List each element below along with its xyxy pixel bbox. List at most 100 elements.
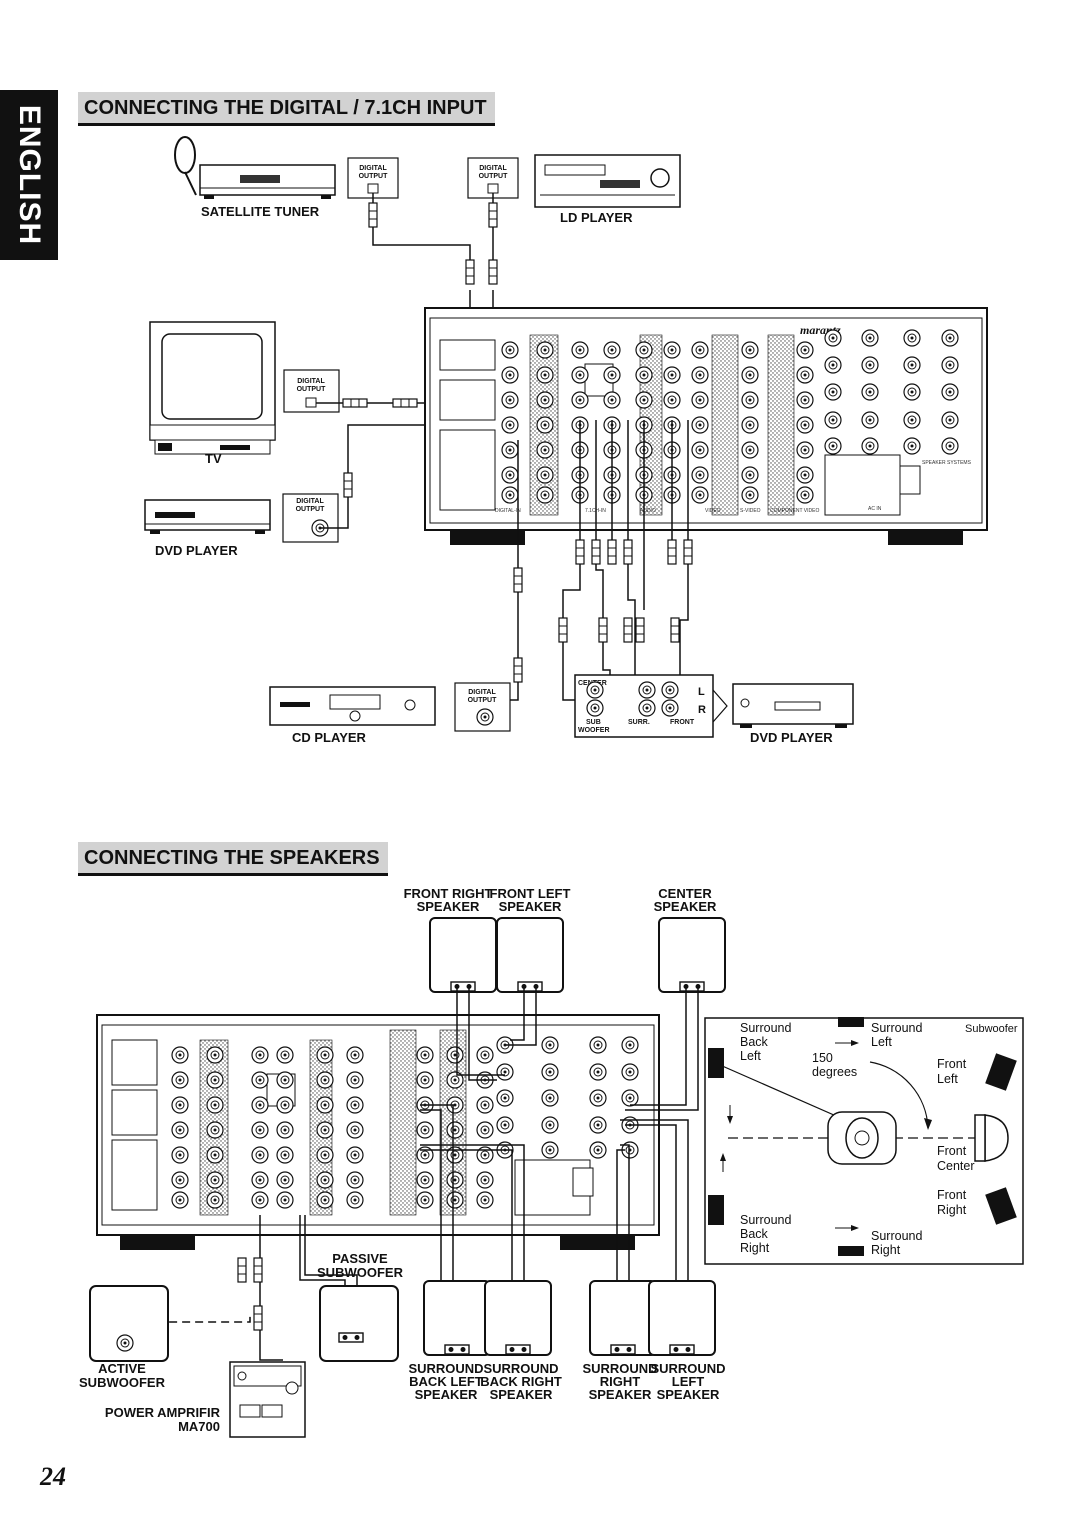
receiver-svideo: S-VIDEO (740, 508, 761, 514)
rca-jack (861, 437, 879, 455)
ld-player-label: LD PLAYER (560, 210, 633, 225)
rca-jack (346, 1146, 364, 1164)
section-title-speakers: CONNECTING THE SPEAKERS (78, 842, 388, 876)
surround-back-left-speaker (423, 1280, 491, 1356)
rca-jack (251, 1171, 269, 1189)
rca-jack (541, 1036, 559, 1054)
room-sl-1: Surround (871, 1021, 922, 1035)
rca-jack (741, 486, 759, 504)
rca-jack (571, 366, 589, 384)
rca-jack (941, 329, 959, 347)
dvd-player-device (144, 499, 271, 534)
rca-jack (903, 356, 921, 374)
rca-jack (416, 1191, 434, 1209)
speaker-wires-top (456, 987, 699, 1111)
rca-jack (496, 1089, 514, 1107)
room-sl-2: Left (871, 1035, 892, 1049)
rca-jack (476, 1191, 494, 1209)
rca-jack (446, 1046, 464, 1064)
satellite-dish-icon (174, 136, 197, 196)
rca-jack (603, 391, 621, 409)
front-left-speaker-label-2: SPEAKER (499, 899, 562, 914)
rca-jack (941, 437, 959, 455)
rca-jack (206, 1121, 224, 1139)
rca-jack (416, 1121, 434, 1139)
rca-jack (589, 1036, 607, 1054)
rca-jack (741, 391, 759, 409)
sbl-label-2: BACK LEFT (409, 1374, 483, 1389)
tv-label: TV (205, 451, 222, 466)
page-number: 24 (40, 1462, 66, 1491)
rca-jack (346, 1046, 364, 1064)
rca-jack (536, 341, 554, 359)
rca-jack (824, 329, 842, 347)
rca-jack (171, 1046, 189, 1064)
rca-jack (206, 1146, 224, 1164)
rca-jack (171, 1096, 189, 1114)
mc-r-label: R (698, 704, 706, 716)
room-sbl-2: Back (740, 1035, 769, 1049)
rca-jack (536, 366, 554, 384)
room-subwoofer: Subwoofer (965, 1023, 1018, 1035)
mc-surr-label: SURR. (628, 719, 650, 726)
center-speaker-label-1: CENTER (658, 886, 712, 901)
room-angle-2: degrees (812, 1065, 857, 1079)
rca-jack (941, 356, 959, 374)
receiver-video: VIDEO (705, 508, 721, 514)
front-right-speaker (429, 917, 497, 993)
rca-jack (941, 383, 959, 401)
rca-jack (251, 1146, 269, 1164)
room-sr-1: Surround (871, 1229, 922, 1243)
digital-output-line2: OUTPUT (296, 506, 326, 513)
rca-jack (416, 1046, 434, 1064)
receiver-ac-in: AC IN (868, 506, 882, 512)
mc-l-label: L (698, 686, 705, 698)
rca-jack (796, 416, 814, 434)
front-right-speaker-label-1: FRONT RIGHT (404, 886, 493, 901)
center-speaker (658, 917, 726, 993)
rca-jack (171, 1071, 189, 1089)
receiver-speaker-systems: SPEAKER SYSTEMS (922, 460, 972, 466)
rca-jack (541, 1089, 559, 1107)
room-sbl-1: Surround (740, 1021, 791, 1035)
room-sbr-1: Surround (740, 1213, 791, 1227)
rca-jack (501, 366, 519, 384)
power-amp-label-1: POWER AMPRIFIR (105, 1405, 221, 1420)
digital-output-line1: DIGITAL (468, 689, 496, 696)
front-right-speaker-label-2: SPEAKER (417, 899, 480, 914)
dvd-player-label: DVD PLAYER (155, 543, 238, 558)
active-sub-label-2: SUBWOOFER (79, 1375, 166, 1390)
rca-jack (171, 1146, 189, 1164)
rca-jack (635, 366, 653, 384)
rca-jack (741, 441, 759, 459)
surround-back-right-speaker (484, 1280, 552, 1356)
rca-jack (571, 341, 589, 359)
room-sr-2: Right (871, 1243, 901, 1257)
rca-jack (276, 1046, 294, 1064)
rca-jack (251, 1046, 269, 1064)
digital-output-line1: DIGITAL (479, 165, 507, 172)
room-sbr-3: Right (740, 1241, 770, 1255)
rca-jack (741, 466, 759, 484)
rca-jack (741, 416, 759, 434)
rca-jack (536, 466, 554, 484)
rca-jack (171, 1171, 189, 1189)
digital-output-box-cd: DIGITAL OUTPUT (454, 682, 511, 732)
rca-jack (741, 366, 759, 384)
rca-jack (171, 1191, 189, 1209)
front-left-speaker (496, 917, 564, 993)
rca-jack (603, 366, 621, 384)
rca-jack (796, 466, 814, 484)
tv-device (149, 321, 276, 455)
rca-jack (589, 1089, 607, 1107)
rca-jack (691, 366, 709, 384)
active-sub-label-1: ACTIVE (98, 1361, 146, 1376)
sbl-label-1: SURROUND (408, 1361, 483, 1376)
rca-jack (206, 1096, 224, 1114)
rca-jack (316, 1121, 334, 1139)
rca-jack (476, 1171, 494, 1189)
rca-jack (536, 391, 554, 409)
room-fl-1: Front (937, 1057, 967, 1071)
rca-jack (941, 411, 959, 429)
rca-jack (603, 341, 621, 359)
